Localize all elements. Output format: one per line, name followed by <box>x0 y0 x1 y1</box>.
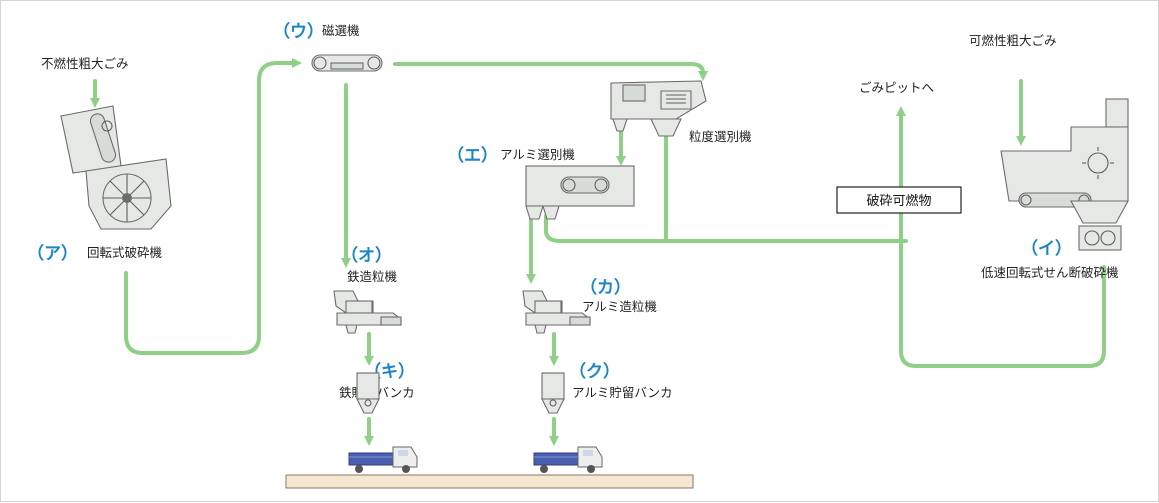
code-a: （ア） <box>27 243 78 264</box>
code-u: （ウ） <box>273 21 324 42</box>
code-i: （イ） <box>1021 238 1072 259</box>
combustible-box-label: 破砕可燃物 <box>866 193 931 209</box>
aluminum-granulator-machine <box>522 290 591 334</box>
code-ku: （ク） <box>569 361 620 382</box>
iron-granulator-label: 鉄造粒機 <box>347 269 398 284</box>
particle-sorter-machine <box>610 80 707 137</box>
code-ka: （カ） <box>580 277 631 298</box>
magnetic-separator-label: 磁選機 <box>322 23 360 38</box>
particle-sorter-label: 粒度選別機 <box>689 129 752 144</box>
aluminum-separator-machine <box>525 165 635 220</box>
iron-granulator-machine <box>333 290 402 334</box>
to-pit-label: ごみピットへ <box>859 80 934 95</box>
magnetic-separator-machine <box>311 54 383 72</box>
shear-crusher-machine <box>1000 98 1129 251</box>
flow-alu-residue <box>544 214 908 243</box>
flow-to-pit <box>896 106 1106 368</box>
flow-magnet-to-sorter <box>393 62 708 81</box>
aluminum-bunker-label: アルミ貯留バンカ <box>572 385 673 400</box>
noncombustible-input-label: 不燃性粗大ごみ <box>41 56 129 71</box>
flow-lines <box>90 58 1106 446</box>
aluminum-granulator-label: アルミ造粒機 <box>582 299 657 314</box>
code-e: （エ） <box>447 145 498 166</box>
aluminum-separator-label: アルミ選別機 <box>500 147 575 162</box>
combustible-box <box>836 186 962 214</box>
iron-bunker-machine <box>356 372 380 414</box>
iron-truck-icon <box>348 446 418 473</box>
rotary-crusher-label: 回転式破砕機 <box>87 245 163 260</box>
combustible-input-label: 可燃性粗大ごみ <box>969 33 1057 48</box>
flow-crusher-to-magnet <box>124 58 302 355</box>
loading-platform <box>285 474 694 489</box>
aluminum-bunker-machine <box>541 372 565 414</box>
rotary-crusher-machine <box>60 105 172 230</box>
shear-crusher-label: 低速回転式せん断破砕機 <box>981 265 1119 280</box>
aluminum-truck-icon <box>533 446 603 473</box>
code-o: （オ） <box>341 245 392 266</box>
